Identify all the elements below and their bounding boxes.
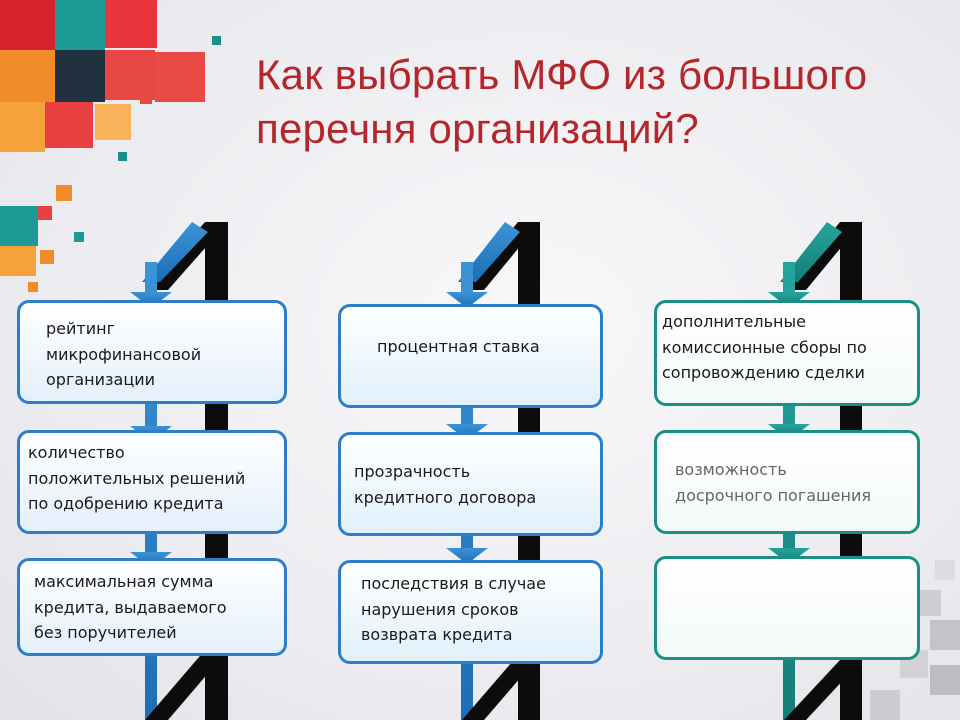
decor-square [0,50,55,102]
col2-arrow-3 [446,548,488,564]
decor-square [930,665,960,695]
decor-square [105,0,157,48]
criterion-text-line: положительных решений [28,468,246,488]
decor-square [45,102,93,148]
criterion-text-line: по одобрению кредита [28,494,224,513]
title-line-1: Как выбрать МФО из большого [256,51,868,98]
criterion-text-line: нарушения сроков [361,599,519,619]
criterion-box: дополнительные комиссионные сборы по соп… [654,300,920,406]
decor-square [56,185,72,201]
criterion-text-line: кредитного договора [354,487,537,507]
criterion-text-line: возврата кредита [361,625,513,644]
decor-square [0,0,55,50]
criterion-text-line: процентная ставка [377,337,540,356]
criterion-text-line: кредита, выдаваемого [34,597,227,617]
decor-square [155,52,205,102]
criterion-text-line: возможность [675,460,787,479]
criterion-box: возможность досрочного погашения [654,430,920,534]
col3-teal-diagonal [780,222,842,282]
decor-square [74,232,84,242]
criterion-box: прозрачность кредитного договора [338,432,603,536]
criterion-box: рейтинг микрофинансовой организации [17,300,287,404]
criterion-text-line: количество [28,443,125,462]
criterion-text-line: без поручителей [34,623,177,642]
decor-square [0,206,38,246]
criterion-box: последствия в случае нарушения сроков во… [338,560,603,664]
criterion-text-line: организации [46,370,156,389]
criterion-text-line: прозрачность [354,462,471,481]
criterion-text-line: микрофинансовой [46,344,202,364]
decor-square [55,0,105,50]
decor-square [118,152,127,161]
criterion-text-line: рейтинг [46,319,115,338]
decor-square [212,36,221,45]
criterion-box: количество положительных решений по одоб… [17,430,287,534]
col1-blue-diagonal [142,222,208,282]
criterion-box: процентная ставка [338,304,603,408]
decor-square [870,690,900,720]
decor-square [38,206,52,220]
col3-dark-bottom-diagonal [784,660,862,720]
decor-square [930,620,960,650]
page-title: Как выбрать МФО из большого перечня орга… [256,48,946,156]
criterion-text-line: комиссионные сборы по [662,337,867,357]
decor-square [55,50,105,102]
decor-square [935,560,955,580]
title-line-2: перечня организаций? [256,105,699,152]
criterion-text-line: последствия в случае [361,574,546,593]
criterion-text-line: досрочного погашения [675,485,872,505]
col2-blue-diagonal [458,222,520,282]
decor-square [105,50,155,100]
col1-dark-bottom-diagonal [145,650,228,720]
criterion-text-line: дополнительные [662,312,806,331]
col2-arrow-1 [446,292,488,308]
criterion-box: максимальная сумма кредита, выдаваемого … [17,558,287,656]
criterion-box-empty [654,556,920,660]
decor-square [28,282,38,292]
decor-square [140,92,152,104]
decor-square [95,104,131,140]
criterion-text-line: максимальная сумма [34,572,214,591]
decor-square [0,102,45,152]
criterion-text-line: сопровождению сделки [662,363,865,382]
decor-square [0,246,36,276]
decor-square [40,250,54,264]
col2-dark-bottom-diagonal [462,655,540,720]
